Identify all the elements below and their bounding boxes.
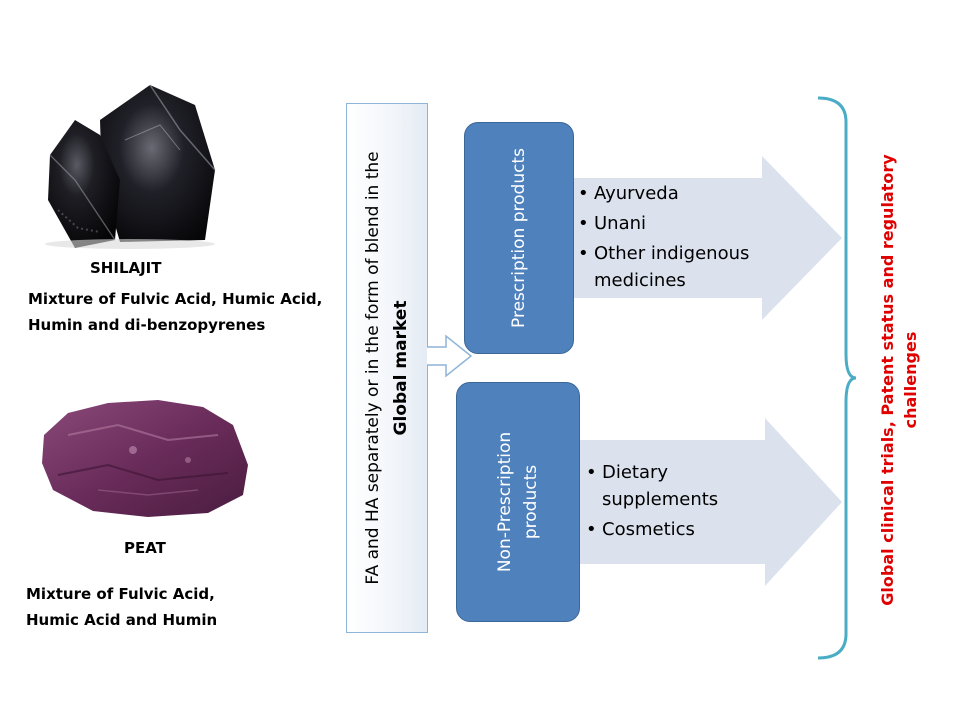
item-dietary: Dietary bbox=[602, 462, 669, 483]
peat-description: Mixture of Fulvic Acid, Humic Acid and H… bbox=[26, 581, 217, 633]
list-item: •Other indigenous medicines bbox=[578, 240, 749, 294]
global-market-text-bold: Global market bbox=[391, 300, 411, 436]
bullet-icon: • bbox=[578, 213, 589, 234]
peat-desc-line1: Mixture of Fulvic Acid, bbox=[26, 585, 215, 603]
list-item: •Cosmetics bbox=[586, 516, 718, 543]
item-cosmetics: Cosmetics bbox=[602, 519, 695, 540]
non-prescription-products-label: Non-Prescription products bbox=[492, 387, 544, 617]
item-other-indigenous: Other indigenous bbox=[594, 243, 750, 264]
non-prescription-arrow-shape bbox=[580, 418, 842, 586]
right-brace-icon bbox=[817, 96, 857, 660]
bullet-icon: • bbox=[578, 243, 589, 264]
side-challenges-text: Global clinical trials, Patent status an… bbox=[876, 130, 922, 630]
list-item: •Ayurveda bbox=[578, 180, 749, 207]
prescription-products-box bbox=[464, 122, 574, 354]
bullet-icon: • bbox=[586, 519, 597, 540]
bullet-icon: • bbox=[578, 183, 589, 204]
shilajit-title: SHILAJIT bbox=[90, 259, 162, 277]
non-prescription-label-line1: Non-Prescription bbox=[495, 431, 515, 573]
prescription-products-label: Prescription products bbox=[509, 148, 529, 328]
side-text-line1: Global clinical trials, Patent status an… bbox=[878, 154, 897, 606]
non-prescription-products-box bbox=[456, 382, 580, 622]
prescription-arrow-shape bbox=[572, 156, 842, 320]
global-market-text: FA and HA separately or in the form of b… bbox=[359, 108, 415, 628]
item-medicines: medicines bbox=[594, 270, 686, 291]
peat-desc-line2: Humic Acid and Humin bbox=[26, 611, 218, 629]
peat-title: PEAT bbox=[124, 539, 166, 557]
peat-image bbox=[42, 400, 248, 517]
item-supplements: supplements bbox=[602, 489, 719, 510]
list-item: •Unani bbox=[578, 210, 749, 237]
item-unani: Unani bbox=[594, 213, 647, 234]
shilajit-desc-line2: Humin and di-benzopyrenes bbox=[28, 316, 266, 334]
list-item: •Dietary supplements bbox=[586, 459, 718, 513]
shilajit-desc-line1: Mixture of Fulvic Acid, Humic Acid, bbox=[28, 290, 323, 308]
side-text-line2: challenges bbox=[901, 331, 920, 429]
bullet-icon: • bbox=[586, 462, 597, 483]
market-arrow-icon bbox=[427, 334, 473, 378]
global-market-text-main: FA and HA separately or in the form of b… bbox=[363, 151, 383, 585]
item-ayurveda: Ayurveda bbox=[594, 183, 679, 204]
non-prescription-label-line2: products bbox=[521, 464, 541, 540]
shilajit-image bbox=[45, 84, 216, 249]
shilajit-description: Mixture of Fulvic Acid, Humic Acid, Humi… bbox=[28, 286, 322, 338]
global-market-box bbox=[346, 103, 428, 633]
